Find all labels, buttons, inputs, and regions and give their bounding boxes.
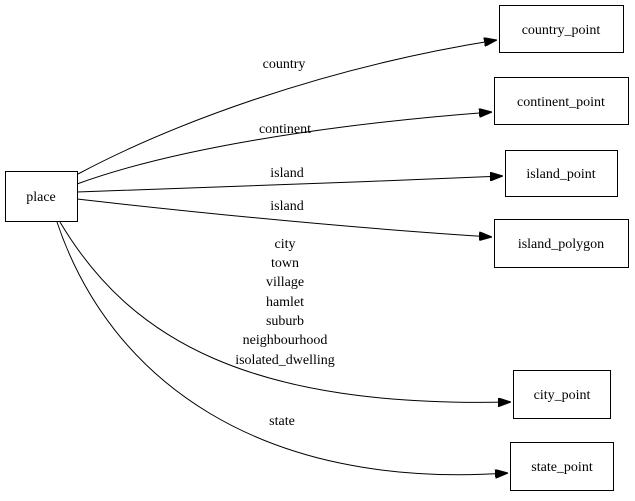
node-island_polygon-box [494,219,629,268]
edge-place-island_point [76,176,503,193]
node-state_point: state_point [510,442,614,491]
edge-label-island-point: island [270,166,303,181]
edge-place-state_point [56,221,508,475]
edge-label-village-line: village [266,275,304,290]
node-city_point-box [513,370,611,419]
node-island_point-box [505,150,618,197]
edge-place-country_point [77,40,497,175]
edge-label-island-polygon: island [270,199,303,214]
node-island_point: island_point [505,150,618,197]
edge-label-state: state [269,414,295,429]
edge-label-city-line: city [275,237,296,252]
edge-group [56,40,511,475]
node-place: place [5,171,78,222]
edge-place-island_polygon [76,198,492,237]
edge-label-continent: continent [259,122,311,137]
node-state_point-box [510,442,614,491]
edge-label-town-line: town [271,256,299,271]
node-group: place country_point continent_point isla… [5,5,629,491]
node-continent_point: continent_point [494,77,629,125]
node-city_point-label: city_point [534,388,591,403]
node-country_point: country_point [499,5,624,53]
edge-place-city_point [59,221,511,402]
node-place-label: place [26,190,56,205]
node-place-box [5,171,78,222]
edge-label-group: country continent island island city tow… [235,57,335,429]
node-island_polygon: island_polygon [494,219,629,268]
edge-label-hamlet-line: hamlet [266,295,304,310]
node-city_point: city_point [513,370,611,419]
node-continent_point-box [494,77,629,125]
edge-label-suburb-line: suburb [266,314,304,329]
edge-place-continent_point [76,112,492,185]
edge-label-neighbourhood-line: neighbourhood [243,333,328,348]
node-country_point-label: country_point [522,23,601,38]
node-state_point-label: state_point [531,460,593,475]
edge-label-country: country [263,57,306,72]
node-island_polygon-label: island_polygon [518,237,604,252]
edge-label-isolated-dwelling-line: isolated_dwelling [235,353,335,368]
node-island_point-label: island_point [526,167,595,182]
node-country_point-box [499,5,624,53]
node-continent_point-label: continent_point [517,95,605,110]
edge-label-city-block: city town village hamlet suburb neighbou… [235,237,335,368]
